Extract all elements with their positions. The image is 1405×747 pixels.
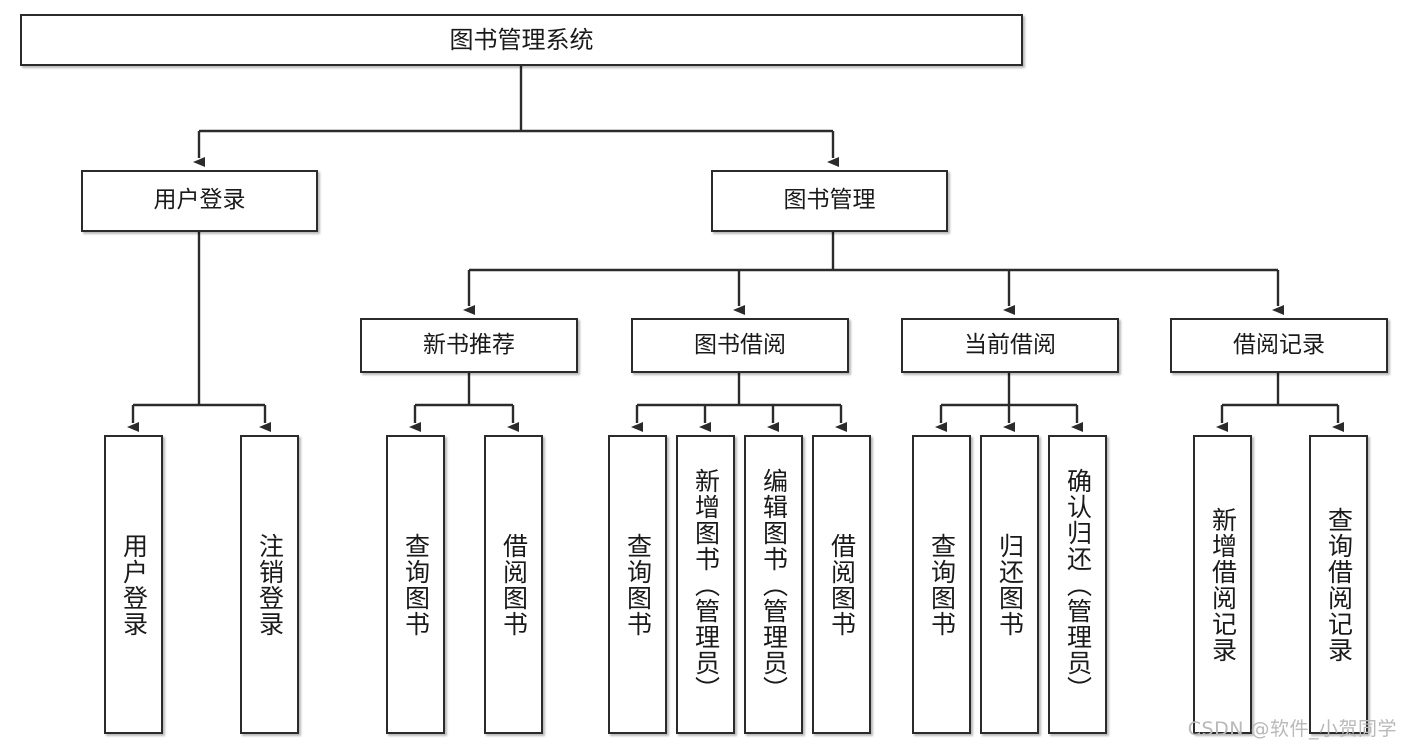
node-leaf-label: 借阅图书 [827, 532, 857, 637]
node-borrow-record-label: 借阅记录 [1233, 331, 1325, 358]
csdn-watermark: CSDN @软件_小贺同学 [1187, 718, 1397, 740]
node-leaf-current-borrow-confirm[interactable]: 确认归还（管理员） [1048, 435, 1107, 734]
node-leaf-label: 借阅图书 [499, 532, 529, 637]
node-book-borrow[interactable]: 图书借阅 [631, 318, 849, 373]
node-user-login[interactable]: 用户登录 [81, 170, 318, 232]
node-user-login-label: 用户登录 [153, 187, 246, 214]
node-leaf-book-borrow-add[interactable]: 新增图书（管理员） [676, 435, 735, 734]
node-new-book-recommend[interactable]: 新书推荐 [360, 318, 578, 373]
node-leaf-book-borrow-edit[interactable]: 编辑图书（管理员） [744, 435, 803, 734]
node-leaf-label: 编辑图书（管理员） [759, 467, 789, 702]
node-leaf-label: 查询图书 [401, 532, 431, 637]
node-leaf-label: 归还图书 [995, 532, 1025, 637]
node-leaf-book-borrow-query[interactable]: 查询图书 [608, 435, 667, 734]
node-leaf-label: 新增图书（管理员） [691, 467, 721, 702]
node-book-borrow-label: 图书借阅 [694, 331, 786, 358]
node-current-borrow-label: 当前借阅 [964, 331, 1056, 358]
node-leaf-current-borrow-return[interactable]: 归还图书 [980, 435, 1039, 734]
node-leaf-label: 用户登录 [119, 532, 149, 637]
node-current-borrow[interactable]: 当前借阅 [901, 318, 1119, 373]
node-leaf-label: 查询借阅记录 [1324, 506, 1354, 663]
node-borrow-record[interactable]: 借阅记录 [1170, 318, 1388, 373]
node-root-label: 图书管理系统 [449, 25, 594, 54]
node-leaf-borrow-record-query[interactable]: 查询借阅记录 [1309, 435, 1368, 734]
node-leaf-label: 查询图书 [927, 532, 957, 637]
node-leaf-label: 确认归还（管理员） [1063, 467, 1093, 702]
node-leaf-borrow-record-add[interactable]: 新增借阅记录 [1193, 435, 1252, 734]
node-leaf-user-login-login[interactable]: 用户登录 [104, 435, 163, 734]
node-book-management-label: 图书管理 [783, 187, 876, 214]
node-leaf-book-borrow-borrow[interactable]: 借阅图书 [812, 435, 871, 734]
node-leaf-label: 新增借阅记录 [1208, 506, 1238, 663]
node-leaf-label: 注销登录 [255, 532, 285, 637]
node-leaf-new-book-borrow[interactable]: 借阅图书 [484, 435, 543, 734]
node-leaf-label: 查询图书 [623, 532, 653, 637]
node-leaf-user-login-logout[interactable]: 注销登录 [240, 435, 299, 734]
node-book-management[interactable]: 图书管理 [711, 170, 948, 232]
node-leaf-new-book-query[interactable]: 查询图书 [386, 435, 445, 734]
node-leaf-current-borrow-query[interactable]: 查询图书 [912, 435, 971, 734]
node-root-book-management-system[interactable]: 图书管理系统 [20, 14, 1023, 66]
node-new-book-recommend-label: 新书推荐 [423, 331, 515, 358]
